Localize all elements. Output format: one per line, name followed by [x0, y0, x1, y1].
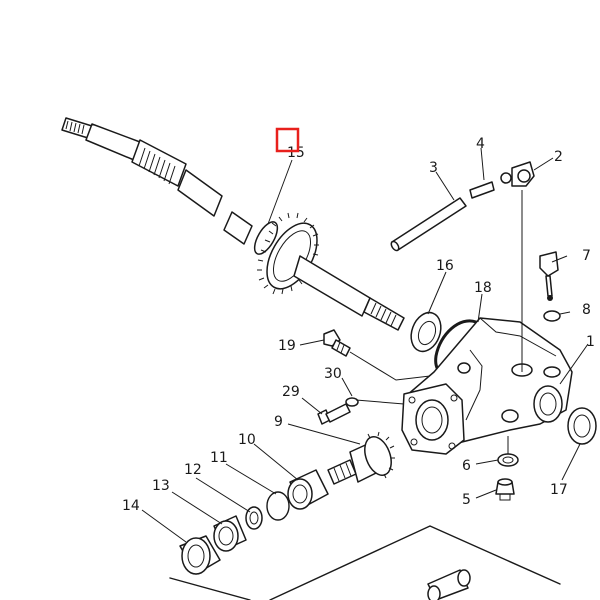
- part-16-oil-seal[interactable]: [406, 308, 446, 355]
- part-19-bolt[interactable]: [323, 329, 351, 357]
- part-5-drain-plug[interactable]: [495, 478, 515, 501]
- part-14-coupling[interactable]: [179, 535, 221, 575]
- label-14: 14: [122, 498, 140, 514]
- part-30-washer[interactable]: [345, 397, 359, 407]
- part-7-sensor-bolt[interactable]: [539, 251, 559, 301]
- part-29-bolt[interactable]: [317, 403, 351, 425]
- label-9: 9: [274, 414, 283, 430]
- label-1: 1: [586, 334, 595, 350]
- label-8: 8: [582, 302, 591, 318]
- part-3-breather-hose[interactable]: [390, 197, 467, 252]
- label-17: 17: [550, 482, 568, 498]
- part-2-breather-joint[interactable]: [500, 161, 535, 187]
- label-6: 6: [462, 458, 471, 474]
- part-9-pinion-gear[interactable]: [327, 431, 396, 485]
- label-29: 29: [282, 384, 300, 400]
- label-5: 5: [462, 492, 471, 508]
- part-11-circlip[interactable]: [266, 491, 290, 521]
- part-15-drive-shaft[interactable]: [61, 117, 405, 331]
- selection-marker: [275, 127, 300, 153]
- part-1-gear-case-housing[interactable]: [401, 317, 573, 455]
- part-8-o-ring[interactable]: [543, 310, 561, 322]
- part-4-clip[interactable]: [469, 181, 495, 199]
- label-30: 30: [324, 366, 342, 382]
- part-6-gasket[interactable]: [497, 453, 519, 467]
- part-17-oil-seal[interactable]: [567, 407, 597, 445]
- label-3: 3: [429, 160, 438, 176]
- label-15: 15: [287, 145, 305, 161]
- part-10-bearing[interactable]: [287, 469, 329, 510]
- label-11: 11: [210, 450, 228, 466]
- label-18: 18: [474, 280, 492, 296]
- label-4: 4: [476, 136, 485, 152]
- lower-shaft-assembly: [169, 525, 561, 600]
- leader-lines: [141, 147, 589, 543]
- label-12: 12: [184, 462, 202, 478]
- label-2: 2: [554, 149, 563, 165]
- part-13-bearing[interactable]: [213, 515, 247, 552]
- part-labels: 15 3 4 2 7 8 1 16 18 19 30 29 9 10 11 12…: [122, 136, 595, 514]
- label-13: 13: [152, 478, 170, 494]
- label-19: 19: [278, 338, 296, 354]
- label-7: 7: [582, 248, 591, 264]
- part-12-collar[interactable]: [245, 506, 263, 530]
- label-10: 10: [238, 432, 256, 448]
- label-16: 16: [436, 258, 454, 274]
